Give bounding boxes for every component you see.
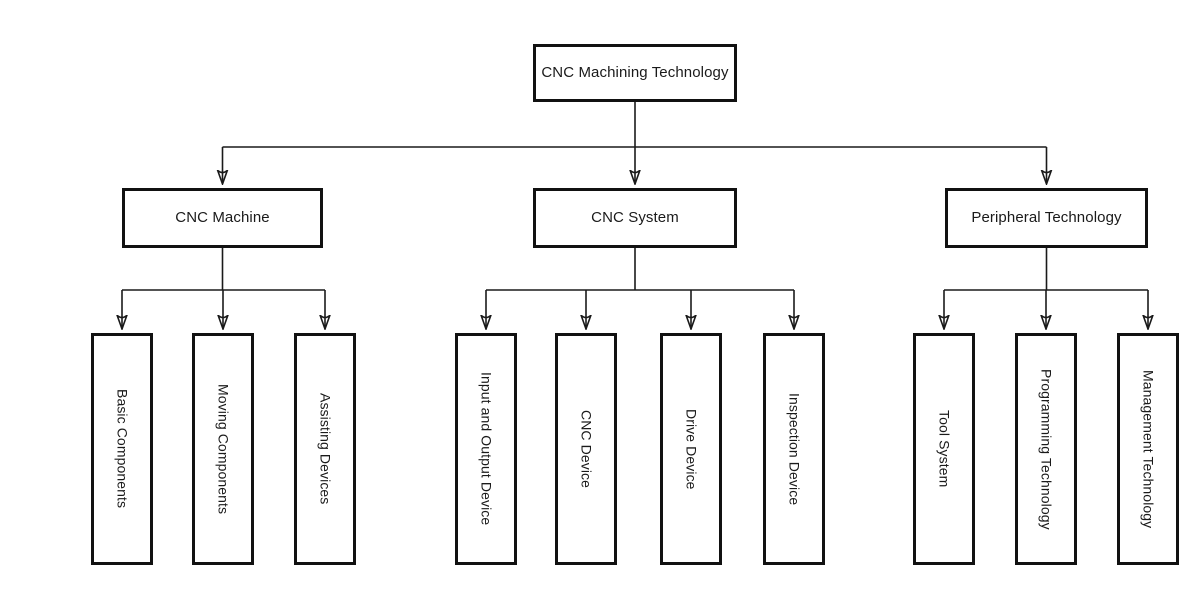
- node-label: Management Technology: [1140, 369, 1157, 529]
- node-moving-components: Moving Components: [192, 333, 254, 565]
- node-cnc-machining-technology: CNC Machining Technology: [533, 44, 737, 102]
- node-cnc-device: CNC Device: [555, 333, 617, 565]
- node-label: CNC Device: [578, 409, 595, 488]
- node-label: Tool System: [936, 410, 953, 488]
- node-peripheral-technology: Peripheral Technology: [945, 188, 1148, 248]
- node-label: Inspection Device: [786, 392, 803, 506]
- node-label: Programming Technology: [1038, 368, 1055, 530]
- node-label: Drive Device: [683, 408, 700, 490]
- node-cnc-system: CNC System: [533, 188, 737, 248]
- node-label: Moving Components: [215, 383, 232, 515]
- node-basic-components: Basic Components: [91, 333, 153, 565]
- node-label: CNC System: [591, 208, 679, 226]
- node-input-and-output-device: Input and Output Device: [455, 333, 517, 565]
- node-label: CNC Machining Technology: [541, 63, 729, 81]
- node-drive-device: Drive Device: [660, 333, 722, 565]
- node-cnc-machine: CNC Machine: [122, 188, 323, 248]
- node-label: CNC Machine: [175, 208, 270, 226]
- node-management-technology: Management Technology: [1117, 333, 1179, 565]
- node-label: Peripheral Technology: [971, 208, 1122, 226]
- node-label: Input and Output Device: [478, 372, 495, 526]
- node-label: Basic Components: [114, 389, 131, 509]
- node-tool-system: Tool System: [913, 333, 975, 565]
- node-label: Assisting Devices: [317, 393, 334, 505]
- node-programming-technology: Programming Technology: [1015, 333, 1077, 565]
- node-inspection-device: Inspection Device: [763, 333, 825, 565]
- node-assisting-devices: Assisting Devices: [294, 333, 356, 565]
